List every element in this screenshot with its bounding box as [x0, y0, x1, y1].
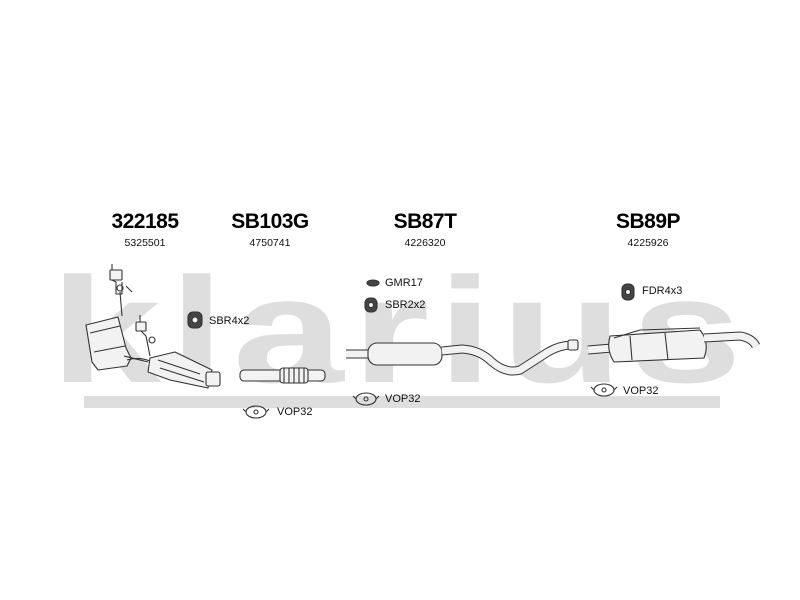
label-vop32-b: VOP32	[385, 393, 421, 405]
watermark-text: klarius	[50, 246, 750, 414]
watermark-bar	[84, 396, 720, 408]
label-sbr2x2: SBR2x2	[385, 299, 426, 311]
part-number-4226320: 4226320	[404, 237, 446, 249]
gasket-gmr17-icon	[366, 279, 380, 287]
part-code-sb87t: SB87T	[393, 210, 457, 233]
label-sbr4x2: SBR4x2	[209, 315, 250, 327]
part-number-4225926: 4225926	[627, 237, 669, 249]
label-gmr17: GMR17	[385, 277, 423, 289]
part-code-sb103g: SB103G	[231, 210, 309, 233]
part-code-322185: 322185	[111, 210, 179, 233]
rubber-mount-fdr4x3-icon	[621, 283, 635, 301]
clamp-vop32-icon	[242, 405, 270, 419]
rubber-mount-sbr2x2-icon	[364, 297, 378, 313]
part-code-sb89p: SB89P	[615, 210, 681, 233]
clamp-vop32-b-icon	[352, 392, 380, 406]
rear-silencer-sb89p	[587, 327, 761, 363]
part-number-4750741: 4750741	[249, 237, 291, 249]
label-fdr4x3: FDR4x3	[642, 285, 683, 297]
label-vop32-c: VOP32	[623, 385, 659, 397]
pipe-sb103g	[239, 367, 326, 384]
part-number-5325501: 5325501	[124, 237, 166, 249]
catalytic-converter-322185	[85, 264, 221, 389]
middle-silencer-sb87t	[346, 339, 579, 376]
rubber-mount-sbr4x2-icon	[187, 311, 203, 329]
label-vop32-a: VOP32	[277, 406, 313, 418]
clamp-vop32-c-icon	[590, 383, 618, 397]
